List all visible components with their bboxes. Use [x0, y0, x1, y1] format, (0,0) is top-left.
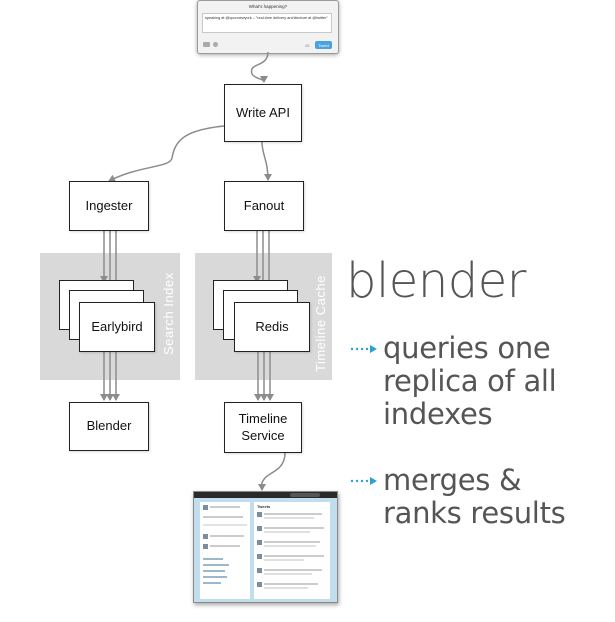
thumbnail-avatar [257, 582, 262, 587]
thumbnail-avatar [257, 554, 262, 559]
thumbnail-line [264, 587, 308, 589]
thumbnail-tweets-column: Tweets [254, 502, 330, 599]
bullet-arrow-icon [350, 477, 377, 485]
thumbnail-line [264, 513, 322, 515]
bullet-text: queries one replica of all indexes [383, 331, 557, 431]
thumbnail-line [264, 517, 314, 519]
tweet-button[interactable]: Tweet [315, 41, 332, 49]
timeline-service-box: Timeline Service [224, 402, 302, 453]
thumbnail-line [264, 555, 324, 557]
thumbnail-line [203, 558, 223, 560]
thumbnail-profile-column [200, 502, 250, 599]
thumbnail-avatar [203, 544, 208, 549]
thumbnail-avatar [257, 526, 262, 531]
thumbnail-line [203, 524, 247, 526]
thumbnail-line [264, 545, 316, 547]
redis-box: Redis [234, 302, 310, 352]
thumbnail-line [264, 573, 312, 575]
arrow-compose-to-writeapi [250, 51, 269, 83]
thumbnail-line [264, 531, 310, 533]
fanout-box: Fanout [224, 181, 304, 231]
thumbnail-line [264, 527, 324, 529]
arrow-writeapi-to-fanout [261, 141, 272, 181]
thumbnail-line [203, 576, 227, 578]
thumbnail-avatar [203, 505, 208, 510]
location-icon[interactable] [213, 42, 218, 47]
compose-text-field[interactable]: speaking at @qconnewyork – "real-time de… [202, 13, 332, 33]
write-api-box: Write API [224, 84, 302, 142]
thumbnail-avatar [257, 540, 262, 545]
bullet-merges: merges & ranks results [350, 464, 600, 530]
thumbnail-line [264, 569, 322, 571]
thumbnail-line [264, 559, 304, 561]
thumbnail-line [203, 516, 243, 518]
thumbnail-avatar [257, 512, 262, 517]
thumbnail-line [264, 583, 318, 585]
bullet-text: merges & ranks results [383, 463, 566, 530]
thumbnail-search-box [290, 493, 320, 497]
blender-heading: blender [346, 253, 527, 309]
thumbnail-topbar [194, 492, 337, 498]
thumbnail-heading: Tweets [257, 504, 271, 509]
thumbnail-line [203, 564, 229, 566]
twitter-timeline-screenshot: Tweets [193, 491, 338, 603]
ingester-box: Ingester [69, 181, 149, 231]
thumbnail-avatar [257, 568, 262, 573]
arrow-timeline-to-screenshot [257, 452, 286, 491]
character-count: 28 [305, 43, 310, 48]
bullet-queries: queries one replica of all indexes [350, 332, 600, 431]
thumbnail-line [210, 506, 240, 508]
earlybird-box: Earlybird [79, 302, 155, 352]
arrow-writeapi-to-ingester [108, 125, 225, 182]
blender-box: Blender [69, 402, 149, 451]
thumbnail-line [264, 541, 320, 543]
thumbnail-line [210, 535, 244, 537]
thumbnail-line [203, 582, 221, 584]
camera-icon[interactable] [203, 42, 210, 47]
thumbnail-avatar [203, 534, 208, 539]
thumbnail-line [203, 570, 225, 572]
bullet-arrow-icon [350, 345, 377, 353]
thumbnail-line [210, 545, 240, 547]
compose-title: What's happening? [248, 4, 288, 9]
tweet-compose-dialog: What's happening? speaking at @qconnewyo… [197, 0, 339, 54]
